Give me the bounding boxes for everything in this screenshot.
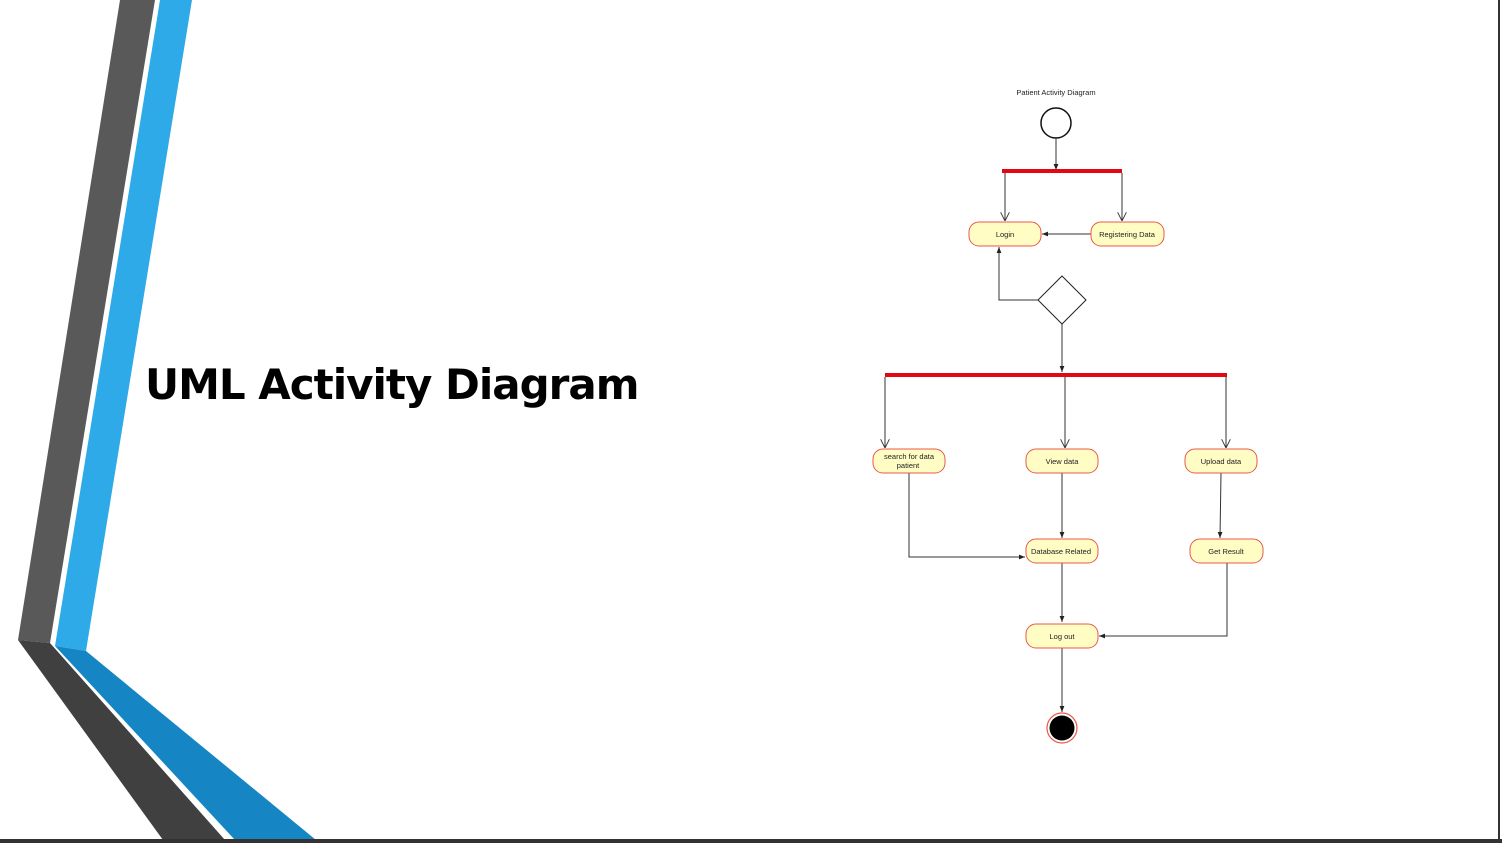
node-label: View data bbox=[1046, 457, 1080, 466]
node-label: Registering Data bbox=[1099, 230, 1156, 239]
activity-get-result: Get Result bbox=[1189, 538, 1264, 564]
deco-dark-lower bbox=[18, 640, 225, 840]
node-label: Database Related bbox=[1031, 547, 1091, 556]
deco-gray-upper bbox=[18, 0, 155, 643]
activity-registering-data: Registering Data bbox=[1090, 221, 1165, 247]
activity-view-data: View data bbox=[1025, 448, 1099, 474]
activity-search-patient: search for data patient bbox=[872, 448, 946, 474]
end-node bbox=[1046, 712, 1078, 744]
slide-right-border bbox=[1498, 0, 1500, 843]
deco-blue-lower bbox=[55, 646, 316, 840]
activity-log-out: Log out bbox=[1025, 623, 1099, 649]
activity-database-related: Database Related bbox=[1025, 538, 1099, 564]
node-label: Log out bbox=[1049, 632, 1075, 641]
fork-bar-top bbox=[1002, 169, 1122, 173]
activity-upload-data: Upload data bbox=[1184, 448, 1258, 474]
node-label: Login bbox=[996, 230, 1014, 239]
node-label: Get Result bbox=[1208, 547, 1244, 556]
start-node bbox=[1040, 107, 1072, 139]
edge-search-database bbox=[908, 473, 1025, 560]
edge-upload-result bbox=[1217, 472, 1223, 539]
edges bbox=[885, 138, 1227, 712]
activity-login: Login bbox=[968, 221, 1042, 247]
node-label: patient bbox=[897, 461, 920, 470]
decision-node bbox=[1037, 275, 1087, 325]
node-label: Upload data bbox=[1201, 457, 1242, 466]
edge-result-logout bbox=[1099, 563, 1228, 639]
slide-bottom-border bbox=[0, 839, 1502, 843]
edge-decision-login bbox=[996, 247, 1038, 301]
deco-blue-upper bbox=[55, 0, 192, 651]
node-label: search for data bbox=[884, 452, 935, 461]
fork-bar-middle bbox=[885, 373, 1227, 377]
diagram-title: Patient Activity Diagram bbox=[1016, 88, 1095, 97]
slide-title: UML Activity Diagram bbox=[145, 360, 639, 409]
